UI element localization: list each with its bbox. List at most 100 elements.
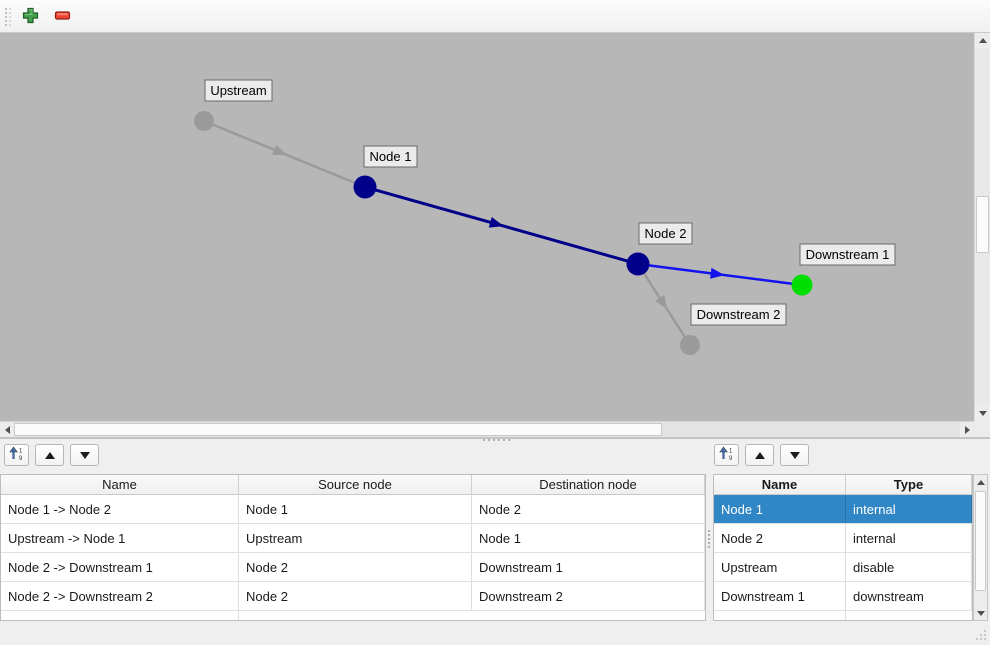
table-cell[interactable]: Downstream 1 [714, 582, 846, 610]
node-move-up-button[interactable] [745, 444, 774, 466]
table-cell[interactable]: Downstream 1 [472, 553, 705, 581]
arrow-left-icon [4, 425, 10, 434]
column-header[interactable]: Destination node [472, 475, 705, 494]
table-cell[interactable]: internal [846, 495, 972, 523]
edge-arrow-icon [488, 217, 504, 228]
node-sort-button[interactable]: 1 9 [714, 444, 739, 466]
column-header[interactable]: Source node [239, 475, 472, 494]
column-header[interactable]: Name [1, 475, 239, 494]
toolbar-drag-grip[interactable] [5, 8, 7, 10]
nodes-scroll-thumb[interactable] [975, 491, 986, 591]
column-header[interactable]: Type [846, 475, 972, 494]
table-cell[interactable]: Upstream -> Node 1 [1, 524, 239, 552]
nodes-table-scrollbar[interactable] [973, 474, 988, 621]
arrow-right-icon [964, 425, 970, 434]
scroll-down-button[interactable] [975, 406, 990, 421]
table-cell[interactable]: Node 2 -> Downstream 1 [1, 553, 239, 581]
node-label-text: Downstream 1 [806, 247, 890, 262]
scrollbar-corner [974, 421, 990, 437]
table-empty-area [1, 611, 239, 620]
scroll-left-button[interactable] [0, 422, 14, 437]
edge-arrow-icon [655, 294, 668, 310]
edge-arrow-icon [710, 267, 725, 279]
table-cell[interactable]: Node 2 [239, 553, 472, 581]
node-label-box[interactable] [690, 303, 787, 326]
edge-sort-button[interactable]: 1 9 [4, 444, 29, 466]
table-cell[interactable]: Node 2 [239, 582, 472, 610]
table-cell[interactable]: Node 1 -> Node 2 [1, 495, 239, 523]
svg-text:9: 9 [19, 456, 23, 461]
arrow-up-icon [44, 451, 55, 459]
svg-text:1: 1 [729, 449, 733, 455]
graph-node-downstream-1[interactable] [791, 274, 813, 296]
node-label-text: Node 1 [370, 149, 412, 164]
node-label-text: Downstream 2 [697, 307, 781, 322]
arrow-down-icon [789, 451, 800, 459]
scroll-right-button[interactable] [960, 422, 974, 437]
table-cell[interactable]: Node 1 [239, 495, 472, 523]
table-cell[interactable]: Downstream 2 [472, 582, 705, 610]
arrow-up-icon [978, 38, 987, 43]
edge-move-down-button[interactable] [70, 444, 99, 466]
table-cell[interactable]: Node 1 [472, 524, 705, 552]
graph-node-node-2[interactable] [626, 252, 650, 276]
table-cell[interactable]: disable [846, 553, 972, 581]
table-cell[interactable]: Node 2 -> Downstream 2 [1, 582, 239, 610]
scroll-up-button[interactable] [975, 33, 990, 48]
horizontal-scroll-thumb[interactable] [14, 423, 662, 436]
table-empty-area [714, 611, 846, 620]
remove-button[interactable] [50, 5, 74, 29]
minus-icon [54, 7, 71, 27]
graph-node-upstream[interactable] [194, 111, 214, 131]
table-cell[interactable]: downstream [846, 582, 972, 610]
table-cell[interactable]: Upstream [714, 553, 846, 581]
scroll-down-button[interactable] [974, 606, 987, 620]
node-label-box[interactable] [363, 145, 418, 168]
arrow-up-icon [976, 479, 985, 485]
table-cell[interactable]: Upstream [239, 524, 472, 552]
table-cell[interactable]: Node 2 [714, 524, 846, 552]
column-header[interactable]: Name [714, 475, 846, 494]
graph-node-downstream-2[interactable] [680, 335, 700, 355]
canvas-horizontal-scrollbar[interactable] [0, 421, 974, 437]
node-label-box[interactable] [799, 243, 896, 266]
vertical-scroll-thumb[interactable] [976, 196, 989, 253]
node-label-box[interactable] [638, 222, 693, 245]
canvas-vertical-scrollbar[interactable] [974, 33, 990, 421]
node-move-down-button[interactable] [780, 444, 809, 466]
node-label-text: Node 2 [645, 226, 687, 241]
plus-icon [22, 7, 39, 27]
node-panel-toolbar: 1 9 [714, 444, 809, 466]
add-button[interactable] [18, 5, 42, 29]
scroll-up-button[interactable] [974, 475, 987, 489]
edge-move-up-button[interactable] [35, 444, 64, 466]
window-resize-grip[interactable] [984, 638, 986, 640]
horizontal-splitter-handle[interactable] [483, 439, 485, 441]
table-cell[interactable]: Node 1 [714, 495, 846, 523]
node-label-box[interactable] [204, 79, 273, 102]
arrow-down-icon [978, 411, 987, 416]
table-cell[interactable]: Node 2 [472, 495, 705, 523]
vertical-splitter-handle[interactable] [708, 530, 710, 532]
arrow-up-icon [754, 451, 765, 459]
svg-text:1: 1 [19, 449, 23, 455]
arrow-down-icon [976, 610, 985, 616]
node-label-text: Upstream [210, 83, 266, 98]
vertical-splitter[interactable] [706, 441, 712, 641]
edge-panel-toolbar: 1 9 [4, 444, 99, 466]
graph-node-node-1[interactable] [353, 175, 377, 199]
table-cell[interactable]: internal [846, 524, 972, 552]
